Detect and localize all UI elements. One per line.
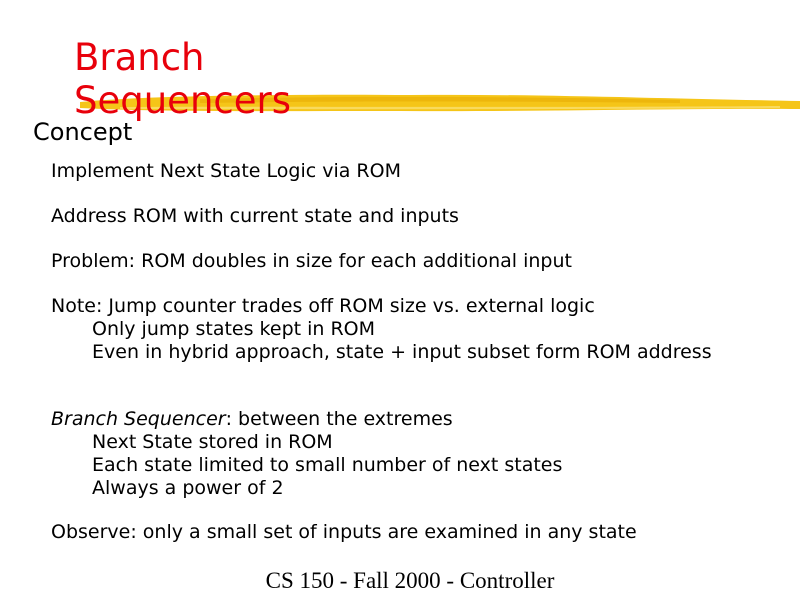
bullet-line: Address ROM with current state and input… <box>51 205 459 227</box>
sub-bullet-line: Only jump states kept in ROM <box>92 318 376 340</box>
yellow-brush-stroke-decoration <box>80 94 800 112</box>
sub-bullet-line: Next State stored in ROM <box>92 431 333 453</box>
slide-title: Branch Sequencers <box>74 36 291 122</box>
sub-bullet-line: Even in hybrid approach, state + input s… <box>92 341 712 363</box>
bullet-line: Implement Next State Logic via ROM <box>51 160 401 182</box>
italic-term: Branch Sequencer <box>51 408 226 430</box>
slide-footer: CS 150 - Fall 2000 - Controller <box>265 568 555 593</box>
title-line-1: Branch <box>74 36 205 79</box>
section-heading: Concept <box>33 118 133 146</box>
bullet-text: : between the extremes <box>225 408 453 430</box>
sub-bullet-line: Always a power of 2 <box>92 477 284 499</box>
title-line-2: Sequencers <box>74 79 291 122</box>
bullet-line: Note: Jump counter trades off ROM size v… <box>51 295 595 317</box>
sub-bullet-line: Each state limited to small number of ne… <box>92 454 563 476</box>
bullet-line: Observe: only a small set of inputs are … <box>51 521 637 543</box>
bullet-line: Problem: ROM doubles in size for each ad… <box>51 250 572 272</box>
bullet-line: Branch Sequencer: between the extremes <box>51 408 453 430</box>
